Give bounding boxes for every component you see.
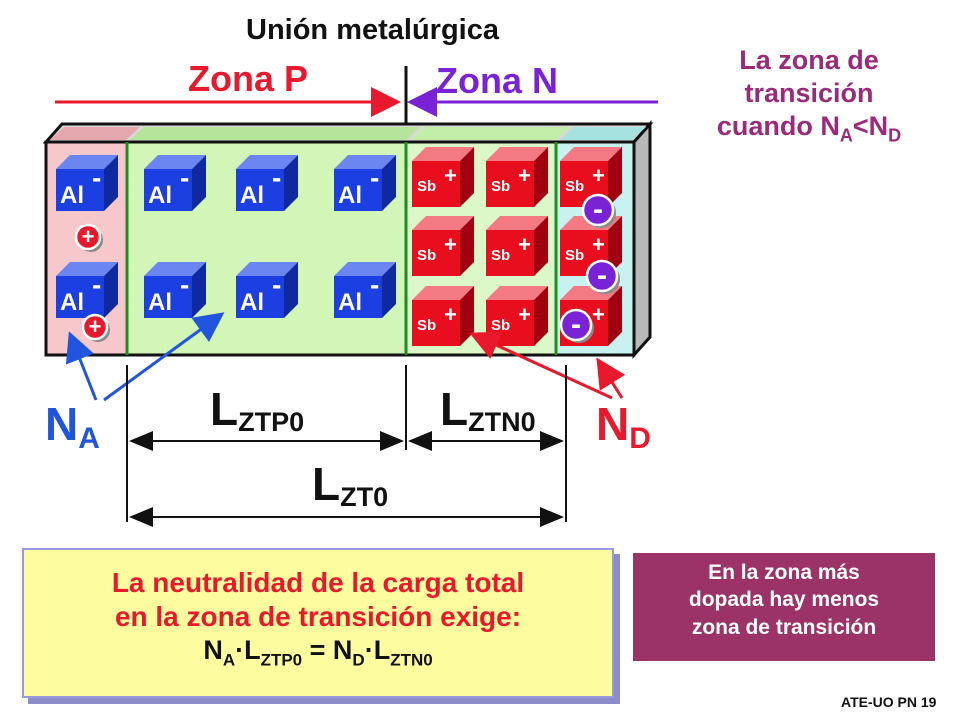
- transition-title-line1: La zona de: [739, 45, 879, 75]
- neutrality-equation: NA·LZTP0 = ND·LZTN0: [203, 635, 433, 670]
- acceptor-ion: Al-: [334, 262, 396, 318]
- acceptor-ion-charge: -: [180, 162, 189, 193]
- note-line1: En la zona más: [708, 561, 860, 584]
- acceptor-ion-label: Al: [60, 182, 84, 209]
- acceptor-ion-label: Al: [338, 289, 362, 316]
- doping-note-box: En la zona más dopada hay menos zona de …: [633, 553, 935, 661]
- note-line3: zona de transición: [691, 615, 877, 639]
- donor-ion-charge: +: [518, 232, 531, 257]
- neutrality-line1: La neutralidad de la carga total: [111, 567, 525, 598]
- electron-carrier: -: [581, 193, 616, 228]
- note-line2: dopada hay menos: [688, 588, 880, 612]
- donor-ion-charge: +: [444, 232, 457, 257]
- neutrality-line2: en la zona de transición exige:: [114, 601, 522, 633]
- donor-ion: Sb +: [486, 216, 548, 276]
- acceptor-ion-label: Al: [60, 289, 84, 316]
- acceptor-ion-label: Al: [338, 182, 362, 209]
- acceptor-ion-charge: -: [92, 269, 101, 300]
- acceptor-ion: Al-: [144, 155, 206, 211]
- acceptor-ion-label: Al: [240, 289, 264, 316]
- charge-neutrality-box: La neutralidad de la carga total en la z…: [22, 548, 614, 698]
- nd-label: ND: [596, 398, 651, 455]
- donor-ion: Sb +: [486, 147, 548, 207]
- transition-title-line3: cuando NA<ND: [716, 110, 902, 146]
- donor-ion-charge: +: [444, 163, 457, 188]
- top-n-neutral: [560, 127, 646, 140]
- acceptor-ion: Al-: [56, 155, 118, 211]
- block-outline: [44, 140, 636, 357]
- slide-footer: ATE-UO PN 19: [841, 694, 937, 710]
- acceptor-ion-charge: -: [370, 162, 379, 193]
- acceptor-ion: Al-: [56, 262, 118, 318]
- electron-carrier: -: [559, 308, 594, 343]
- nd-arrow-to-neutral: [596, 357, 626, 399]
- acceptor-ion: Al-: [144, 262, 206, 318]
- electron-carrier: -: [585, 259, 620, 294]
- carrier-charge-sign: -: [571, 308, 581, 341]
- top-p-depletion: [130, 127, 420, 140]
- acceptor-ion-label: Al: [240, 182, 264, 209]
- donor-ion-label: Sb: [417, 317, 436, 334]
- na-label: NA: [45, 398, 100, 455]
- donor-ion-label: Sb: [491, 247, 510, 264]
- length-zt0-label: LZT0: [312, 458, 388, 512]
- donor-ion: Sb +: [412, 286, 474, 346]
- carrier-charge-sign: -: [597, 259, 607, 292]
- acceptor-ion: Al-: [236, 155, 298, 211]
- page-title: Unión metalúrgica: [246, 14, 499, 46]
- donor-ion-label: Sb: [417, 247, 436, 264]
- transition-zone-title: La zona de transición cuando NA<ND: [668, 44, 950, 147]
- acceptor-ion-charge: -: [272, 269, 281, 300]
- acceptor-ion-charge: -: [370, 269, 379, 300]
- donor-ion-label: Sb: [565, 178, 584, 195]
- acceptor-ion-label: Al: [148, 182, 172, 209]
- acceptor-ion-charge: -: [92, 162, 101, 193]
- zone-p-label: Zona P: [188, 58, 309, 99]
- donor-ion-charge: +: [444, 302, 457, 327]
- donor-ion-label: Sb: [491, 317, 510, 334]
- donor-ion-charge: +: [592, 232, 605, 257]
- length-ztn0-label: LZTN0: [440, 383, 536, 437]
- transition-title-line2: transición: [744, 77, 874, 108]
- carrier-charge-sign: -: [593, 193, 603, 226]
- acceptor-ion-label: Al: [148, 289, 172, 316]
- donor-ion-charge: +: [518, 302, 531, 327]
- carrier-charge-sign: +: [82, 224, 95, 249]
- top-n-depletion: [410, 127, 570, 140]
- acceptor-ion-charge: -: [272, 162, 281, 193]
- donor-ion-label: Sb: [565, 247, 584, 264]
- acceptor-ion: Al-: [334, 155, 396, 211]
- acceptor-ion-charge: -: [180, 269, 189, 300]
- zone-n-label: Zona N: [436, 60, 558, 101]
- length-ztp0-label: LZTP0: [210, 383, 304, 437]
- donor-ion-charge: +: [592, 163, 605, 188]
- na-arrow-to-depletion: [103, 312, 225, 402]
- top-p-neutral: [50, 127, 140, 140]
- donor-ion: Sb +: [412, 147, 474, 207]
- donor-ion-charge: +: [592, 302, 605, 327]
- donor-ion-charge: +: [518, 163, 531, 188]
- donor-ion-label: Sb: [417, 178, 436, 195]
- na-arrow-to-neutral: [65, 331, 98, 401]
- donor-ion: Sb +: [412, 216, 474, 276]
- donor-ion: Sb +: [486, 286, 548, 346]
- donor-ion-label: Sb: [491, 178, 510, 195]
- hole-carrier: +: [74, 223, 103, 252]
- acceptor-ion: Al-: [236, 262, 298, 318]
- nd-arrow-to-depletion: [469, 331, 613, 400]
- block-side-face: [632, 120, 652, 359]
- carrier-charge-sign: +: [89, 314, 102, 339]
